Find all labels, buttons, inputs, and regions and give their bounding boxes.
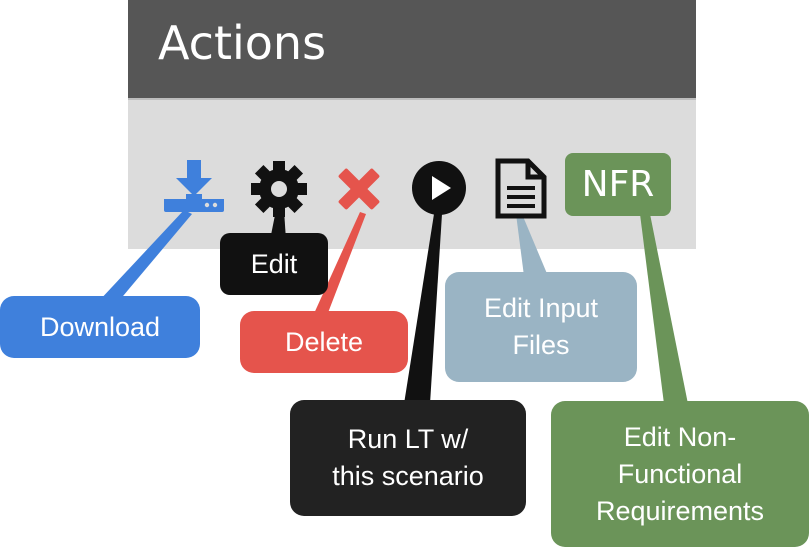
nfr-pointer — [640, 214, 688, 404]
edit-callout-label: Edit — [250, 248, 298, 279]
download-callout: Download — [0, 296, 200, 358]
delete-callout: Delete — [240, 311, 408, 373]
run-lt-line1: Run LT w/ — [347, 424, 469, 454]
gear-icon[interactable] — [250, 160, 308, 218]
edit-input-files-callout: Edit Input Files — [445, 272, 637, 382]
nfr-button[interactable]: NFR — [565, 153, 671, 216]
edit-input-line2: Files — [512, 330, 570, 360]
edit-callout: Edit — [220, 233, 328, 295]
edit-pointer — [270, 210, 286, 240]
run-pointer — [404, 214, 442, 404]
actions-panel-header: Actions — [128, 0, 696, 98]
panel-divider — [128, 98, 696, 100]
document-icon[interactable] — [492, 158, 548, 220]
panel-title: Actions — [158, 16, 327, 70]
nfr-line3: Requirements — [595, 495, 765, 526]
close-icon[interactable] — [334, 164, 384, 214]
run-lt-line2: this scenario — [332, 461, 484, 491]
run-lt-callout: Run LT w/ this scenario — [290, 400, 526, 516]
edit-input-pointer — [516, 214, 548, 276]
download-pointer — [98, 210, 192, 302]
nfr-callout: Edit Non- Functional Requirements — [551, 401, 809, 547]
nfr-line1: Edit Non- — [623, 421, 737, 452]
edit-input-line1: Edit Input — [483, 293, 599, 323]
download-callout-label: Download — [39, 311, 161, 342]
play-circle-icon[interactable] — [411, 160, 467, 216]
delete-callout-label: Delete — [284, 326, 364, 357]
nfr-line2: Functional — [617, 458, 743, 489]
download-icon[interactable] — [164, 160, 224, 212]
